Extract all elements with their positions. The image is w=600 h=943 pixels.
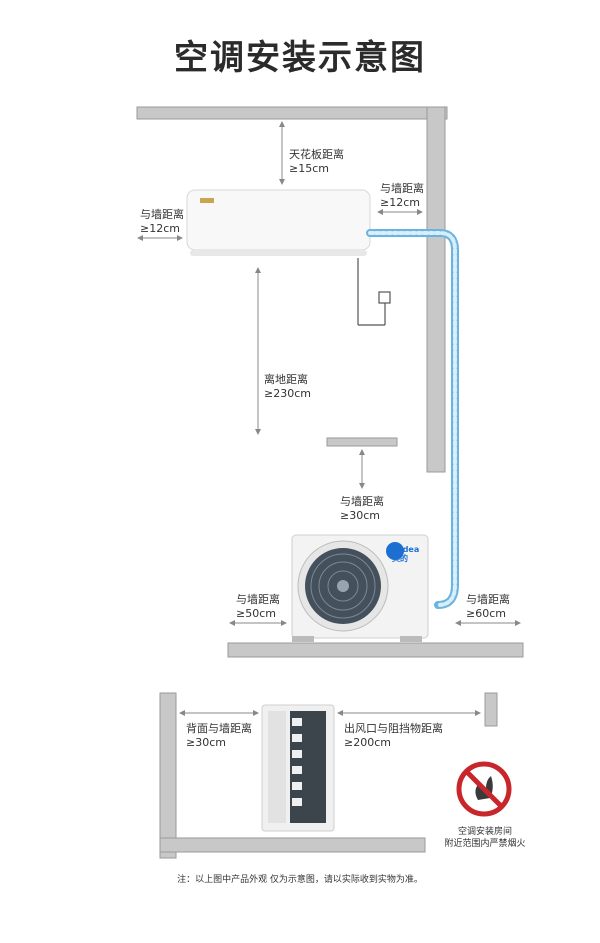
no-fire-text-2: 附近范围内严禁烟火	[444, 839, 526, 849]
right-wall-distance-value: ≥12cm	[380, 196, 420, 209]
outlet-distance-label: 出风口与阻挡物距离 ≥200cm	[344, 722, 443, 750]
floor-distance-text: 离地距离	[264, 373, 308, 386]
no-fire-icon	[456, 761, 512, 817]
outdoor-right-distance-label: 与墙距离 ≥60cm	[466, 593, 510, 621]
brand-sub: 美的	[392, 554, 408, 563]
left-wall-distance-value: ≥12cm	[140, 222, 180, 235]
brand-name: Midea	[392, 545, 420, 554]
outdoor-left-distance-value: ≥50cm	[236, 607, 276, 620]
back-distance-label: 背面与墙距离 ≥30cm	[186, 722, 252, 750]
no-fire-text-1: 空调安装房间	[457, 827, 512, 837]
back-distance-text: 背面与墙距离	[186, 722, 252, 735]
ceiling-wall	[136, 106, 448, 120]
ceiling-distance-text: 天花板距离	[289, 148, 344, 161]
side-view-walls	[159, 692, 498, 859]
middle-shelf	[326, 437, 398, 447]
brand-label: Midea 美的	[392, 545, 419, 563]
outdoor-left-distance-label: 与墙距离 ≥50cm	[236, 593, 280, 621]
outdoor-right-distance-text: 与墙距离	[466, 593, 510, 606]
indoor-unit	[186, 189, 391, 326]
ceiling-distance-value: ≥15cm	[289, 162, 329, 175]
power-socket-icon	[378, 291, 391, 304]
outdoor-right-distance-value: ≥60cm	[466, 607, 506, 620]
outdoor-top-distance-label: 与墙距离 ≥30cm	[340, 495, 384, 523]
outdoor-floor	[227, 642, 524, 658]
refrigerant-pipe	[366, 229, 459, 609]
floor-distance-value: ≥230cm	[264, 387, 311, 400]
midea-logo-icon	[386, 542, 404, 560]
no-fire-label: 空调安装房间 附近范围内严禁烟火	[440, 826, 530, 850]
page-title: 空调安装示意图	[174, 38, 426, 78]
right-wall-distance-text: 与墙距离	[380, 182, 424, 195]
outdoor-top-distance-text: 与墙距离	[340, 495, 384, 508]
outdoor-unit-side	[261, 704, 335, 832]
back-distance-value: ≥30cm	[186, 736, 226, 749]
outdoor-left-distance-text: 与墙距离	[236, 593, 280, 606]
outdoor-top-distance-value: ≥30cm	[340, 509, 380, 522]
left-wall-distance-label: 与墙距离 ≥12cm	[140, 208, 184, 236]
dimension-arrows	[137, 121, 521, 716]
right-wall	[426, 106, 446, 473]
left-wall-distance-text: 与墙距离	[140, 208, 184, 221]
outdoor-unit	[291, 534, 429, 642]
outlet-distance-value: ≥200cm	[344, 736, 391, 749]
right-wall-distance-label: 与墙距离 ≥12cm	[380, 182, 424, 210]
outlet-distance-text: 出风口与阻挡物距离	[344, 722, 443, 735]
footnote: 注：以上图中产品外观 仅为示意图，请以实际收到实物为准。	[177, 875, 423, 885]
floor-distance-label: 离地距离 ≥230cm	[264, 373, 311, 401]
ceiling-distance-label: 天花板距离 ≥15cm	[289, 148, 344, 176]
